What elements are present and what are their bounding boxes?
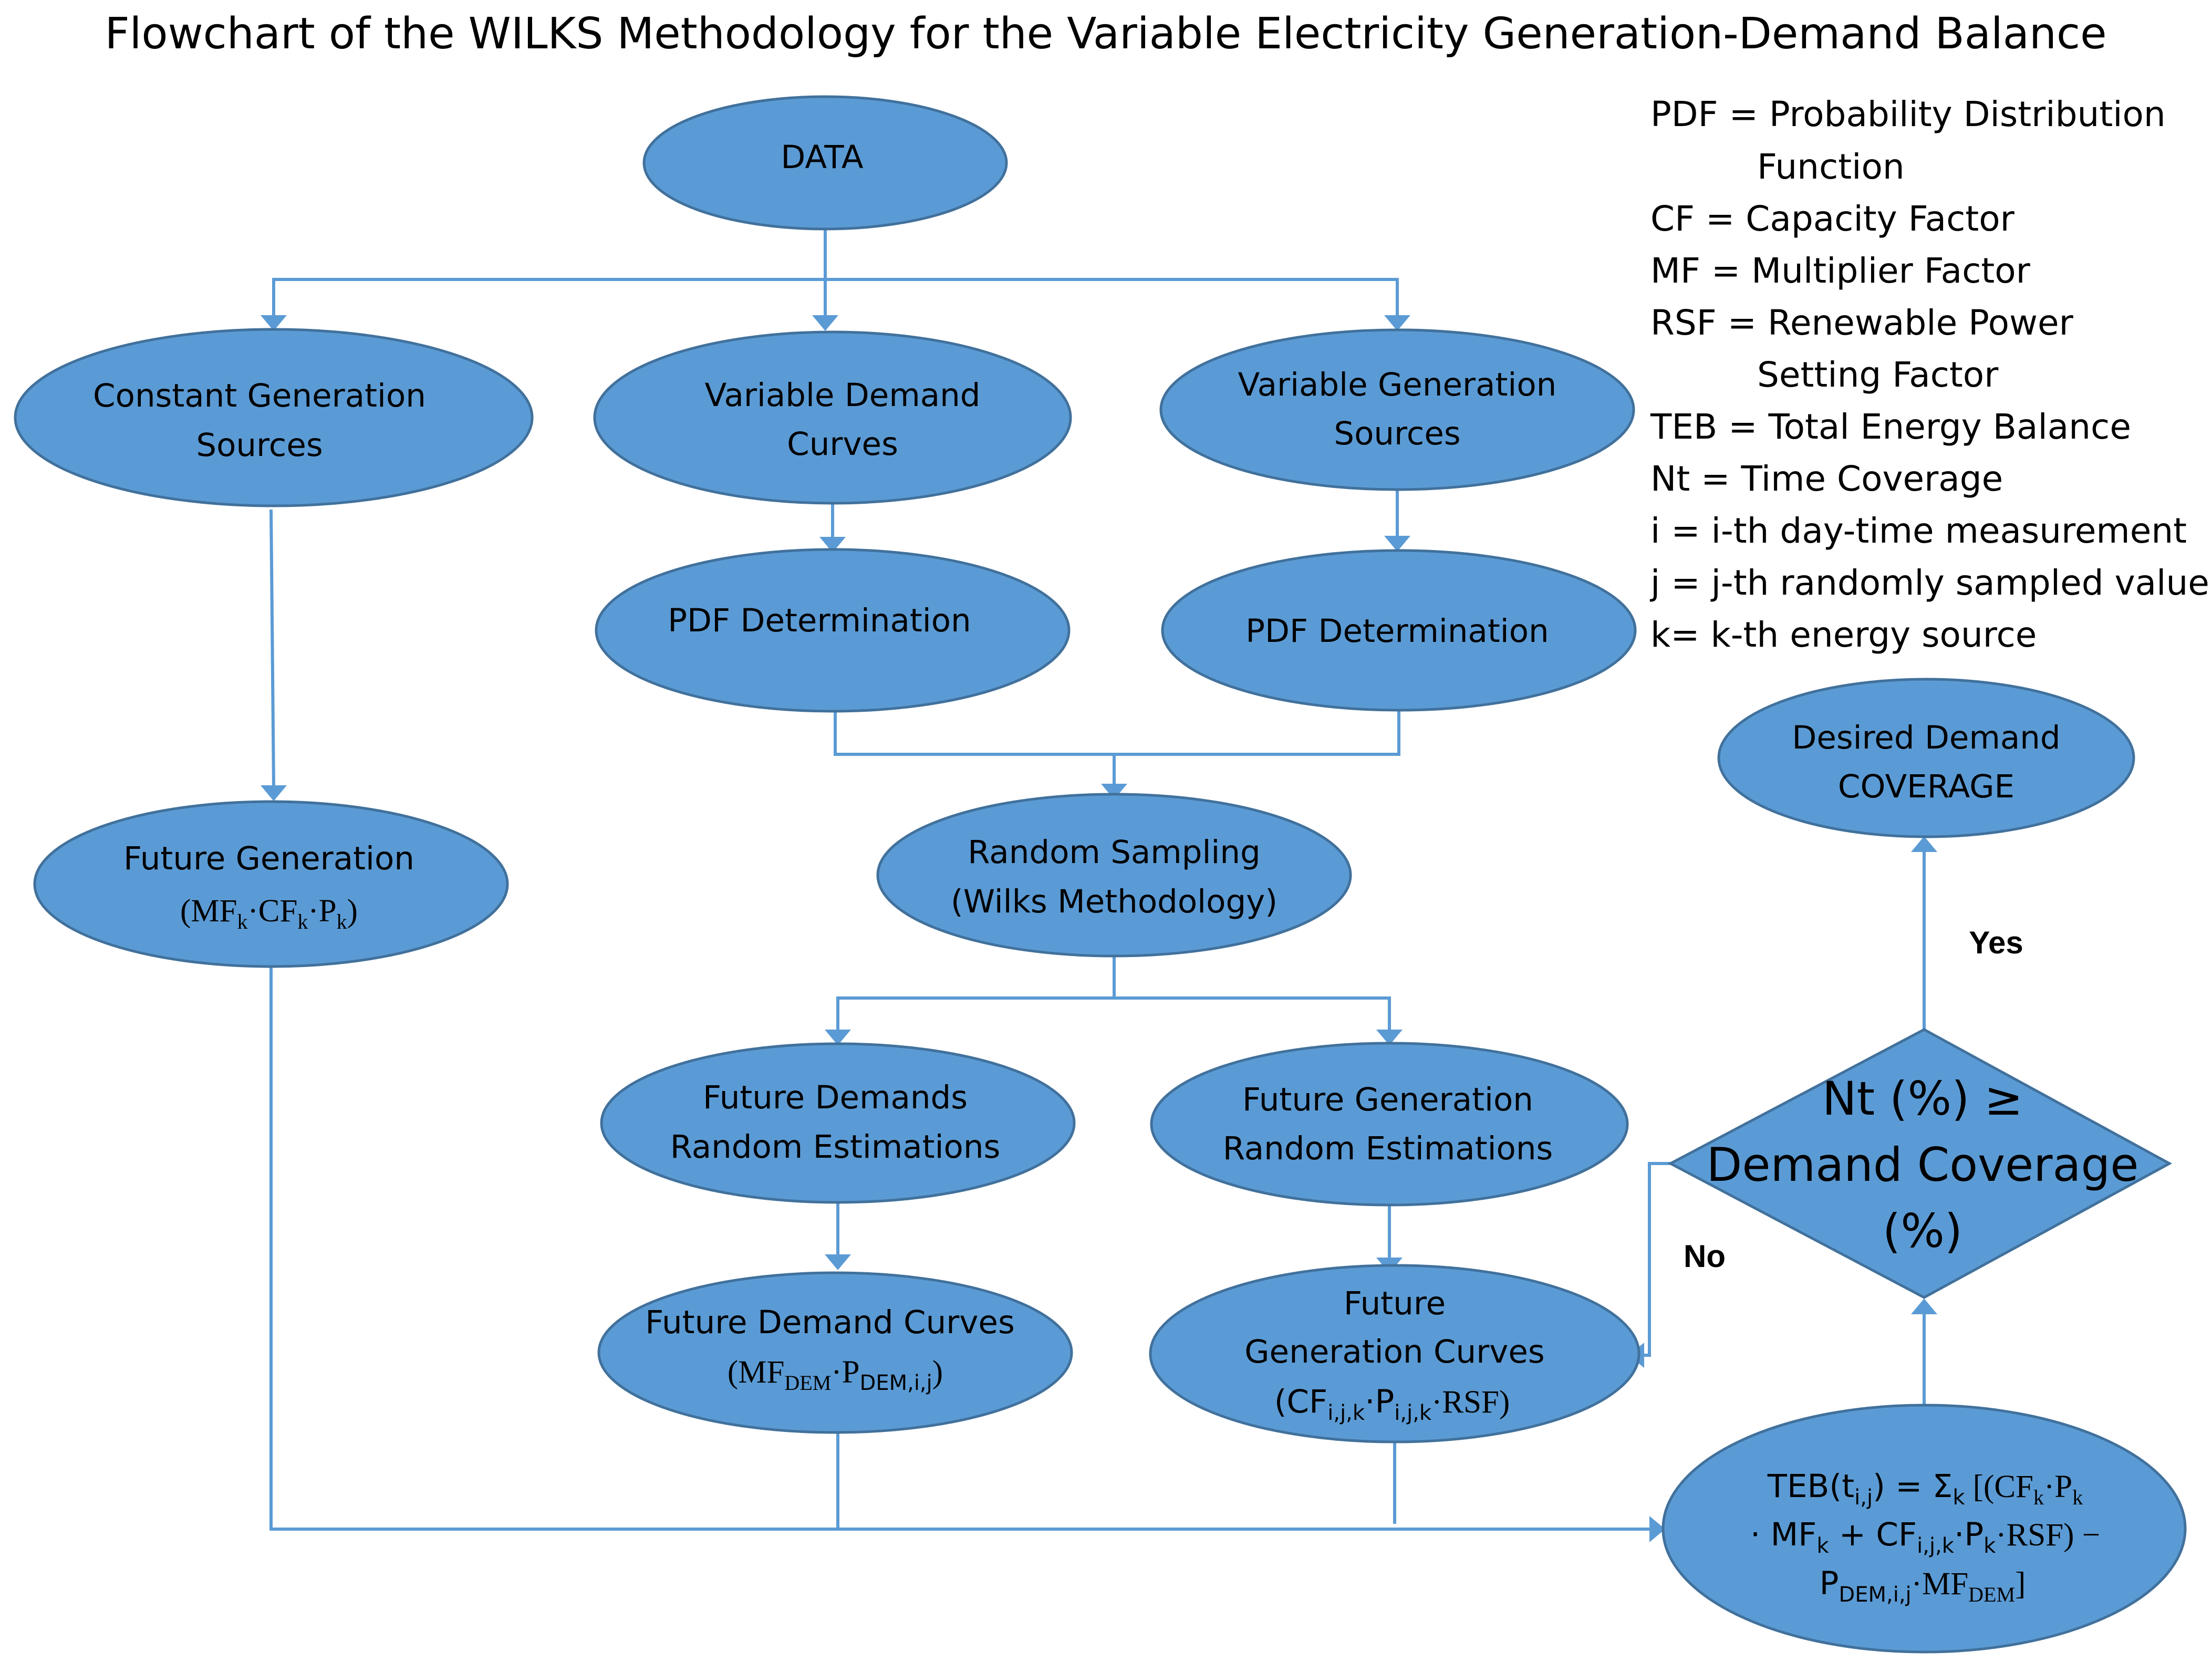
random-sampling-line1: Random Sampling xyxy=(968,834,1260,871)
teb-line2: · MFk + CFi,j,k·Pk·RSF) − xyxy=(1750,1516,2100,1558)
variable-demand-line1: Variable Demand xyxy=(704,377,980,414)
arrow-to-decision xyxy=(1911,1299,1937,1314)
node-future-generation-estimations: Future Generation Random Estimations xyxy=(1150,1042,1629,1207)
node-data-label: DATA xyxy=(781,139,863,176)
legend-nt: Nt = Time Coverage xyxy=(1650,459,2003,499)
desired-line1: Desired Demand xyxy=(1792,719,2060,756)
legend-j: j = j-th randomly sampled value xyxy=(1649,563,2209,603)
edge-future-generation-to-teb xyxy=(269,967,1649,1531)
arrow-to-desired xyxy=(1911,836,1937,852)
legend-cf: CF = Capacity Factor xyxy=(1650,199,2015,239)
node-variable-generation: Variable Generation Sources xyxy=(1159,328,1635,491)
variable-generation-line2: Sources xyxy=(1334,415,1460,452)
arrow-to-teb xyxy=(1649,1516,1665,1542)
legend-pdf-line1: PDF = Probability Distribution xyxy=(1650,94,2166,134)
legend-i: i = i-th day-time measurement xyxy=(1650,511,2187,551)
constant-generation-line2: Sources xyxy=(196,427,323,464)
decision-line3: (%) xyxy=(1883,1204,1962,1258)
decision-line1: Nt (%) ≥ xyxy=(1822,1072,2023,1126)
edge-random-sampling-split-right xyxy=(1114,996,1391,1030)
arrow-to-variable-generation xyxy=(1384,315,1410,331)
legend-rsf-line1: RSF = Renewable Power xyxy=(1650,303,2074,343)
future-gen-curves-line2: Generation Curves xyxy=(1244,1333,1544,1370)
node-decision: Nt (%) ≥ Demand Coverage (%) xyxy=(1667,1028,2173,1299)
future-gen-curves-line1: Future xyxy=(1344,1285,1446,1322)
node-teb: TEB(ti,j) = Σk [(CFk·Pk · MFk + CFi,j,k·… xyxy=(1661,1404,2187,1654)
future-generation-formula: (MFk·CFk·Pk) xyxy=(180,894,358,933)
future-gen-curves-formula: (CFi,j,k·Pi,j,k·RSF) xyxy=(1274,1383,1510,1425)
arrow-to-constant-generation xyxy=(261,315,287,331)
node-future-demand-curves: Future Demand Curves (MFDEM·PDEM,i,j) xyxy=(597,1271,1073,1434)
future-demands-est-line1: Future Demands xyxy=(703,1079,968,1116)
diagram-title: Flowchart of the WILKS Methodology for t… xyxy=(105,9,2106,59)
edge-decision-no xyxy=(1638,1162,1670,1357)
edge-data-to-variable-generation xyxy=(825,278,1399,316)
connectors xyxy=(261,228,1937,1542)
future-gen-est-line1: Future Generation xyxy=(1242,1081,1533,1118)
constant-generation-line1: Constant Generation xyxy=(93,377,426,414)
node-pdf-demand: PDF Determination xyxy=(595,548,1071,713)
desired-line2: COVERAGE xyxy=(1838,768,2014,805)
future-demands-est-line2: Random Estimations xyxy=(670,1128,1001,1166)
node-pdf-generation: PDF Determination xyxy=(1161,549,1637,712)
arrow-to-variable-demand xyxy=(812,315,838,331)
node-constant-generation: Constant Generation Sources xyxy=(14,328,534,507)
teb-line1: TEB(ti,j) = Σk [(CFk·Pk xyxy=(1767,1468,2083,1510)
edge-label-no: No xyxy=(1684,1239,1726,1274)
legend-k: k= k-th energy source xyxy=(1650,615,2037,655)
teb-line3: PDEM,i,j·MFDEM] xyxy=(1820,1565,2026,1607)
edge-constant-to-future-generation xyxy=(269,509,275,786)
node-future-generation-curves: Future Generation Curves (CFi,j,k·Pi,j,k… xyxy=(1149,1264,1640,1443)
node-future-demands-estimations: Future Demands Random Estimations xyxy=(600,1042,1076,1204)
node-desired-coverage: Desired Demand COVERAGE xyxy=(1717,678,2135,838)
pdf-demand-label: PDF Determination xyxy=(668,602,971,639)
edge-data-to-constant-generation xyxy=(272,278,825,328)
arrow-to-future-demands-est xyxy=(825,1030,851,1045)
arrow-to-future-gen-est xyxy=(1376,1030,1403,1045)
edge-pdfs-to-random-sampling xyxy=(834,709,1400,756)
pdf-generation-label: PDF Determination xyxy=(1245,612,1549,650)
variable-generation-line1: Variable Generation xyxy=(1238,366,1557,403)
edge-random-sampling-split xyxy=(836,956,1116,1030)
legend-mf: MF = Multiplier Factor xyxy=(1650,251,2031,291)
edge-label-yes: Yes xyxy=(1969,925,2023,960)
arrow-to-future-demand-curves xyxy=(825,1254,851,1270)
legend-rsf-line2: Setting Factor xyxy=(1757,355,1999,395)
arrow-to-pdf-demand xyxy=(819,537,846,553)
node-future-generation: Future Generation (MFk·CFk·Pk) xyxy=(33,800,509,968)
future-generation-line1: Future Generation xyxy=(123,840,414,877)
arrow-to-pdf-generation xyxy=(1384,536,1410,552)
legend-pdf-line2: Function xyxy=(1757,147,1905,187)
legend-teb: TEB = Total Energy Balance xyxy=(1650,407,2131,447)
future-gen-est-line2: Random Estimations xyxy=(1223,1130,1553,1167)
legend: PDF = Probability Distribution Function … xyxy=(1649,94,2209,655)
future-demand-curves-line1: Future Demand Curves xyxy=(645,1304,1014,1341)
node-variable-demand: Variable Demand Curves xyxy=(593,330,1072,505)
future-demand-curves-formula: (MFDEM·PDEM,i,j) xyxy=(728,1355,943,1395)
arrow-to-random-sampling xyxy=(1101,784,1127,799)
arrow-to-future-generation xyxy=(261,785,287,801)
variable-demand-line2: Curves xyxy=(787,425,898,463)
node-data: DATA xyxy=(642,95,1008,231)
random-sampling-line2: (Wilks Methodology) xyxy=(951,883,1278,920)
node-random-sampling: Random Sampling (Wilks Methodology) xyxy=(876,793,1352,958)
decision-line2: Demand Coverage xyxy=(1707,1138,2139,1192)
